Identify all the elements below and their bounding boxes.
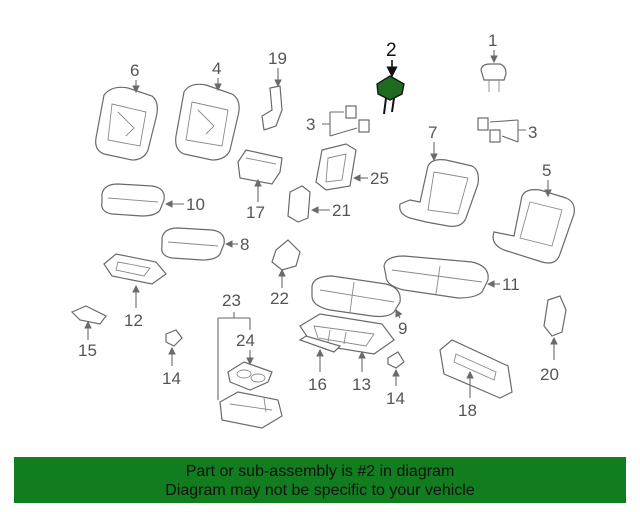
part-20-bracket xyxy=(543,295,567,337)
callout-12: 12 xyxy=(124,311,143,330)
part-23-armrest xyxy=(219,391,283,429)
part-14-clip-right xyxy=(387,351,405,369)
callout-6: 6 xyxy=(130,61,139,80)
part-24-cup-holder xyxy=(227,361,273,391)
callout-3-left: 3 xyxy=(306,115,315,134)
part-8-seat-cushion xyxy=(161,227,225,261)
info-banner: Part or sub-assembly is #2 in diagram Di… xyxy=(14,457,626,503)
part-9-seat-cushion xyxy=(311,275,401,318)
part-25-panel xyxy=(315,143,357,191)
callout-25: 25 xyxy=(370,169,389,188)
callout-19: 19 xyxy=(268,49,287,68)
callout-10: 10 xyxy=(186,195,205,214)
part-2-headrest-guide xyxy=(376,75,405,115)
callout-18: 18 xyxy=(458,401,477,420)
callout-24: 24 xyxy=(236,331,255,350)
callout-21: 21 xyxy=(332,201,351,220)
part-11-seat-cushion xyxy=(383,255,489,299)
part-17-bracket xyxy=(237,149,283,185)
callout-5: 5 xyxy=(542,161,551,180)
part-7-seat-back xyxy=(399,159,479,227)
part-3-guides-right xyxy=(477,117,501,143)
callout-14-right: 14 xyxy=(386,389,405,408)
banner-line-1: Part or sub-assembly is #2 in diagram xyxy=(185,463,455,480)
part-14-clip-left xyxy=(165,329,183,347)
part-5-seat-back xyxy=(492,189,575,264)
part-19-bracket xyxy=(261,85,283,131)
parts-diagram: 6 4 19 2 1 3 3 xyxy=(70,31,575,429)
callout-14-left: 14 xyxy=(162,369,181,388)
callout-8: 8 xyxy=(240,235,249,254)
part-15-bracket xyxy=(70,305,107,325)
part-18-panel xyxy=(439,339,513,399)
callout-7: 7 xyxy=(428,123,437,142)
part-12-tray xyxy=(103,253,167,285)
callout-13: 13 xyxy=(352,375,371,394)
callout-2: 2 xyxy=(386,40,397,61)
callout-15: 15 xyxy=(78,341,97,360)
part-10-seat-cushion xyxy=(101,183,165,217)
callout-16: 16 xyxy=(308,375,327,394)
callout-11: 11 xyxy=(502,275,520,294)
part-16-strip xyxy=(298,335,342,353)
callout-9: 9 xyxy=(398,319,407,338)
callout-23: 23 xyxy=(222,291,241,310)
part-13-frame xyxy=(299,313,395,355)
banner-line-2: Diagram may not be specific to your vehi… xyxy=(165,482,475,499)
callout-3-right: 3 xyxy=(528,123,537,142)
part-1-headrest xyxy=(480,63,507,92)
callout-4: 4 xyxy=(212,59,221,78)
part-6-seat-back xyxy=(95,86,158,161)
callout-17: 17 xyxy=(246,203,265,222)
callout-1: 1 xyxy=(488,31,497,50)
part-4-seat-back xyxy=(175,83,240,161)
callout-20: 20 xyxy=(540,365,559,384)
part-22-bracket xyxy=(271,239,301,271)
part-21-bracket xyxy=(287,185,311,223)
part-3-guides-left xyxy=(345,105,370,133)
callout-22: 22 xyxy=(270,289,289,308)
